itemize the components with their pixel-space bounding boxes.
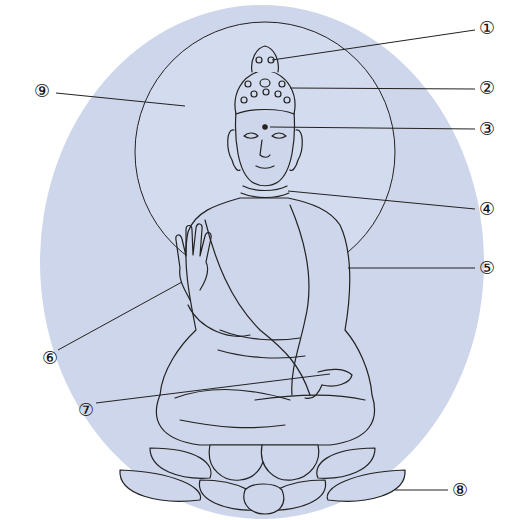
- leader-lines: [56, 30, 475, 490]
- background-ellipse: [40, 5, 484, 519]
- callout-number: ⑨: [34, 82, 50, 100]
- callout-number: ④: [479, 200, 495, 218]
- callout-number: ⑧: [452, 481, 468, 499]
- callout-number: ①: [479, 19, 495, 37]
- callout-number: ⑦: [78, 401, 94, 419]
- callout-number: ⑥: [42, 349, 58, 367]
- callout-number: ⑤: [479, 259, 495, 277]
- callout-number: ③: [479, 120, 495, 138]
- callout-number: ②: [479, 79, 495, 97]
